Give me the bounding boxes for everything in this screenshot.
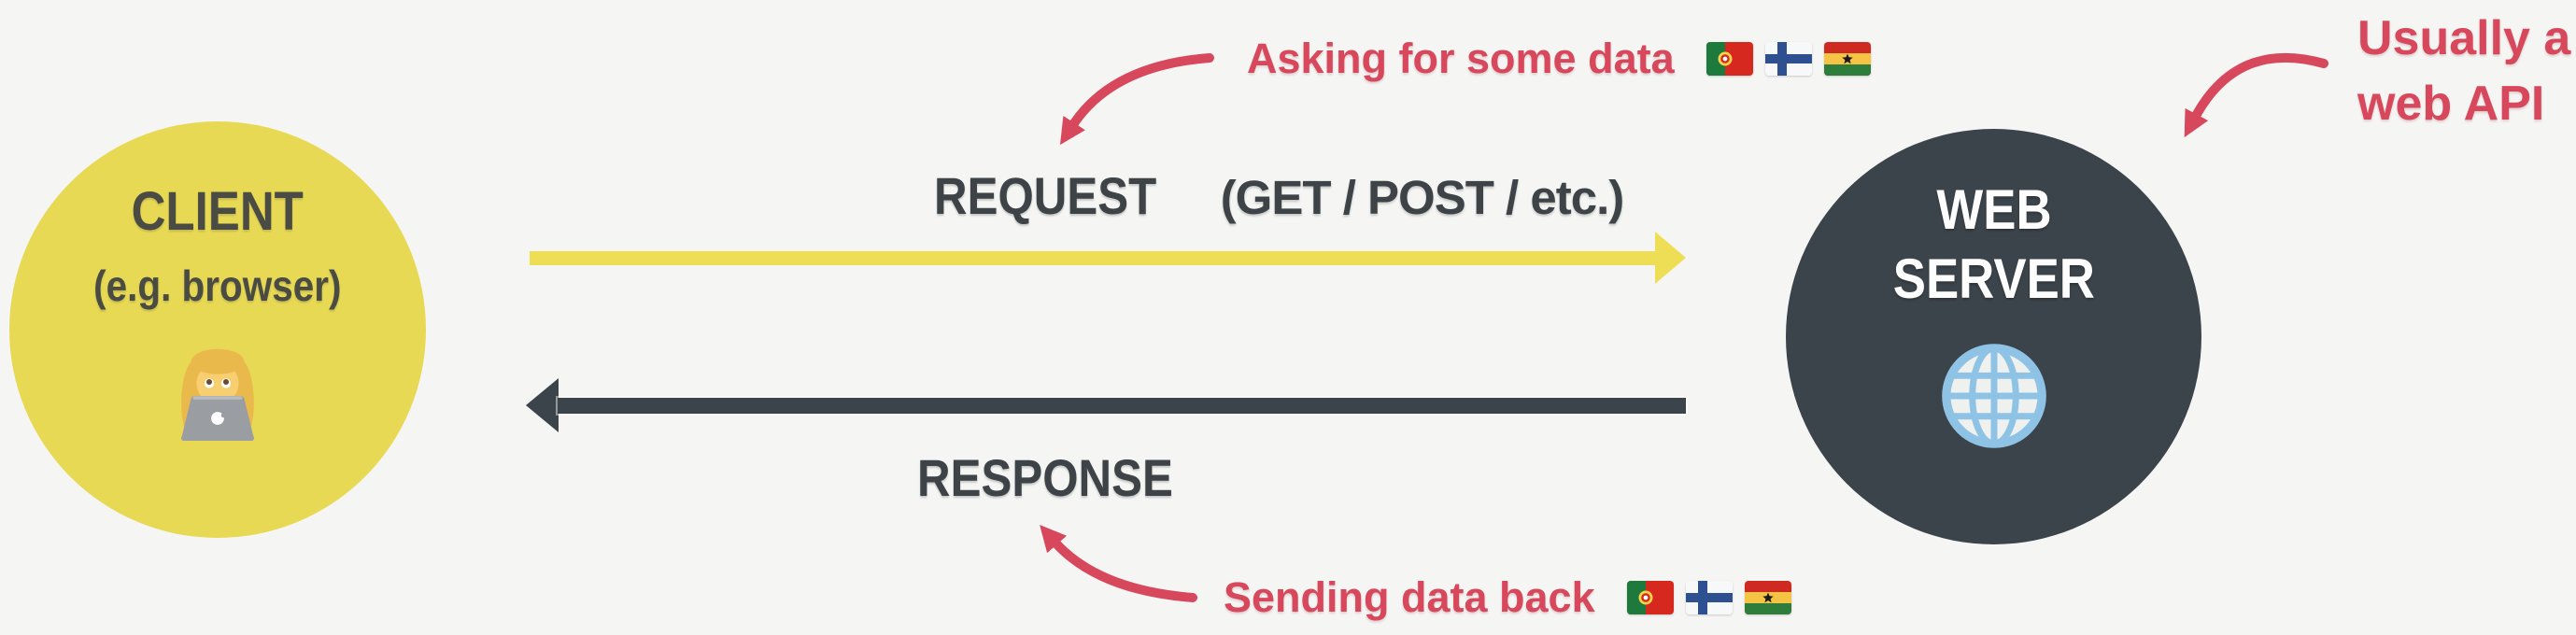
finland-flag-icon — [1764, 42, 1812, 76]
request-label: REQUEST — [934, 166, 1157, 225]
client-title: CLIENT — [120, 183, 315, 241]
server-title: WEB SERVER — [1879, 176, 2109, 314]
woman-technologist-emoji — [162, 340, 274, 452]
client-title-text: CLIENT — [131, 181, 304, 242]
server-title-line1: WEB — [1935, 178, 2052, 241]
server-annotation-line1: Usually a — [2357, 11, 2571, 65]
response-label-text: RESPONSE — [917, 448, 1173, 507]
response-label: RESPONSE — [917, 451, 1208, 505]
server-circle: WEB SERVER — [1786, 129, 2201, 544]
server-annotation: Usually a web API — [2357, 6, 2570, 136]
ghana-flag-icon — [1823, 42, 1871, 76]
response-annotation-flags — [1626, 581, 1791, 614]
response-annotation-text: Sending data back — [1224, 573, 1595, 621]
portugal-flag-icon — [1706, 42, 1753, 76]
request-arrowhead-icon — [1655, 232, 1686, 284]
curved-arrow-response-icon — [1040, 525, 1197, 602]
response-arrow-shaft — [558, 398, 1686, 414]
client-subtitle: (e.g. browser) — [77, 261, 359, 310]
response-annotation: Sending data back — [1224, 572, 1791, 623]
curved-arrow-server-icon — [2184, 52, 2328, 138]
response-arrowhead-icon — [526, 378, 559, 432]
finland-flag-icon — [1685, 581, 1733, 614]
request-label-row: REQUEST (GET / POST / etc.) — [934, 166, 1625, 225]
request-arrow-shaft — [530, 251, 1656, 265]
client-subtitle-text: (e.g. browser) — [93, 261, 342, 310]
request-annotation: Asking for some data — [1247, 34, 1871, 84]
request-annotation-text: Asking for some data — [1247, 35, 1675, 82]
client-circle: CLIENT (e.g. browser) — [9, 121, 426, 538]
ghana-flag-icon — [1744, 581, 1791, 614]
curved-arrow-request-icon — [1059, 53, 1214, 146]
server-title-line2: SERVER — [1892, 247, 2095, 310]
server-annotation-line2: web API — [2357, 77, 2545, 131]
portugal-flag-icon — [1626, 581, 1674, 614]
request-annotation-flags — [1706, 42, 1871, 76]
request-methods-label: (GET / POST / etc.) — [1220, 171, 1625, 224]
globe-with-meridians-emoji — [1936, 338, 2052, 454]
